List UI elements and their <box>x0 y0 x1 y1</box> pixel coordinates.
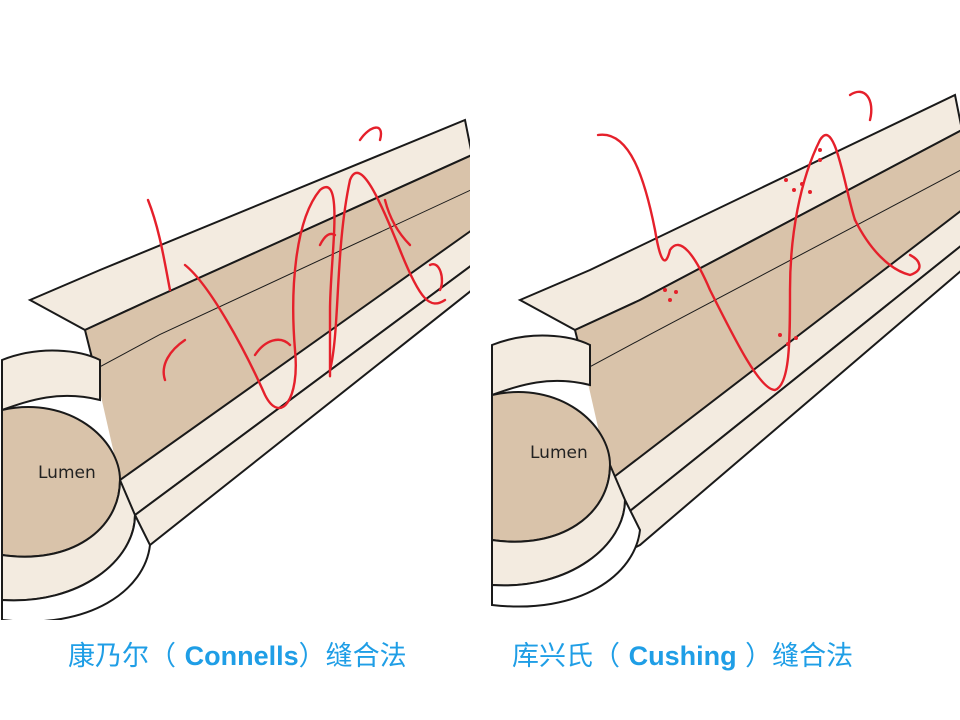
caption-prefix: 康乃尔（ <box>68 641 185 672</box>
caption-prefix: 库兴氏（ <box>512 641 629 672</box>
caption-latin: Cushing <box>628 641 737 671</box>
connell-illustration: Lumen <box>1 118 470 620</box>
caption-suffix: ）缝合法 <box>298 641 407 672</box>
cushing-stitch-dots <box>663 148 822 346</box>
cushing-diagram: Lumen <box>490 60 960 620</box>
cross-section-outer <box>491 499 642 608</box>
lumen-floor <box>95 190 470 480</box>
cross-section-top <box>1 349 101 412</box>
lumen-label: Lumen <box>38 463 96 483</box>
connell-diagram: Lumen <box>0 60 470 620</box>
connell-caption: 康乃尔（ Connells）缝合法 <box>68 636 407 676</box>
caption-suffix: ）缝合法 <box>736 641 854 672</box>
cross-section-top <box>491 334 591 397</box>
connell-suture <box>146 126 447 410</box>
caption-latin: Connells <box>184 641 299 671</box>
cross-section-outer <box>1 514 152 620</box>
cushing-suture <box>596 90 921 392</box>
lumen-label: Lumen <box>530 443 588 463</box>
lumen-floor <box>585 171 960 480</box>
cushing-illustration: Lumen <box>491 90 960 608</box>
cushing-caption: 库兴氏（ Cushing ）缝合法 <box>512 636 853 676</box>
